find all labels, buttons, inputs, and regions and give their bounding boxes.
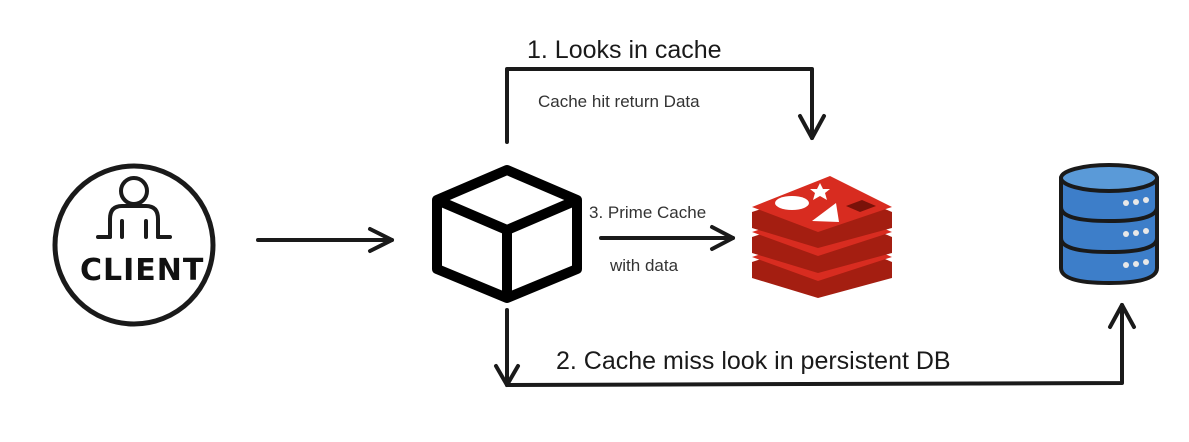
cube-icon [432, 165, 582, 303]
step-looks-in-cache: 1. Looks in cache [527, 36, 722, 64]
client-label: CLIENT [80, 253, 205, 288]
with-data-label: with data [610, 256, 679, 275]
user-icon [96, 176, 172, 239]
arrow-prime-cache [599, 225, 735, 251]
arrow-client-to-service [256, 227, 394, 253]
redis-logo-icon [752, 176, 892, 298]
arrow-looks-in-cache [505, 67, 826, 144]
client-node [52, 163, 216, 327]
step-prime-cache: 3. Prime Cache [589, 203, 707, 222]
arrow-cache-miss [494, 303, 1136, 387]
cache-hit-label: Cache hit return Data [538, 92, 700, 111]
step-cache-miss: 2. Cache miss look in persistent DB [556, 347, 951, 375]
database-icon [1059, 163, 1159, 285]
